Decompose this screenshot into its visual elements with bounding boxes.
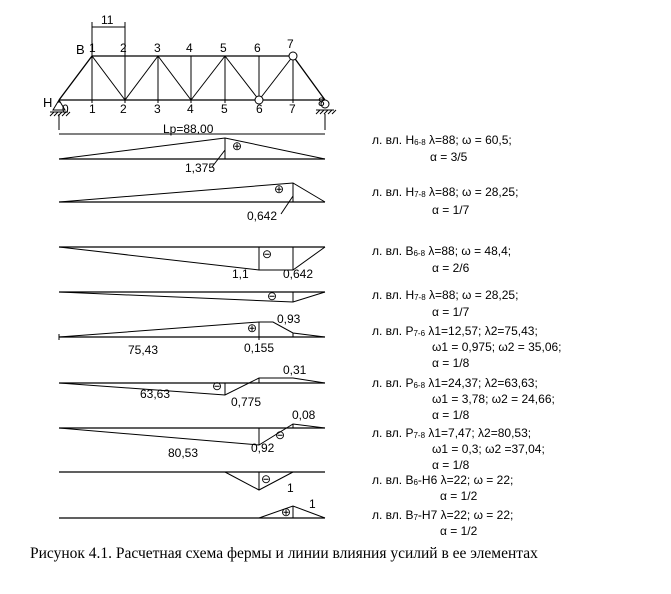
alpha-ratio: α = 1/8 (432, 458, 470, 472)
influence-line-description: л. вл. B6-H6 λ=22; ω = 22; (372, 473, 514, 488)
influence-line-shape (58, 321, 326, 338)
ordinate-value: 0,93 (277, 312, 301, 326)
alpha-ratio: α = 1/7 (432, 203, 470, 217)
support-hatch (65, 111, 71, 117)
ordinate-value: 0,08 (292, 408, 316, 422)
alpha-ratio: α = 1/7 (432, 305, 470, 319)
ordinate-value: 1,375 (185, 161, 216, 175)
span-length-label: Lp=88,00 (163, 122, 214, 136)
influence-line-description: л. вл. H7-8 λ=88; ω = 28,25; (372, 288, 519, 303)
support-hatch (61, 111, 67, 117)
influence-line-shape (58, 291, 326, 303)
bottom-node-label: 0 (62, 102, 69, 116)
bottom-node-label: 5 (221, 102, 228, 116)
segment-length: 75,43 (128, 343, 159, 357)
ordinate-value: 1,1 (232, 267, 249, 281)
support-hatch (327, 109, 333, 115)
diagonal-member (157, 55, 192, 101)
ordinate-value: 0,92 (251, 441, 275, 455)
top-node-label: 3 (154, 41, 161, 55)
ordinate-value: 0,155 (244, 341, 275, 355)
sign-plus-icon: ⊕ (232, 139, 243, 153)
influence-line-shape (58, 182, 326, 203)
support-hatch (331, 109, 337, 115)
support-hatch (49, 111, 55, 117)
top-node-label: 6 (254, 41, 261, 55)
top-node-label: 5 (220, 41, 227, 55)
omega-values: ω1 = 0,3; ω2 =37,04; (432, 442, 545, 456)
support-hatch (53, 111, 59, 117)
support-right-icon (320, 99, 330, 109)
influence-line-shape (58, 377, 326, 396)
leader-line (280, 195, 294, 215)
top-node-label: 2 (120, 41, 127, 55)
alpha-ratio: α = 1/8 (432, 408, 470, 422)
sign-minus-icon: ⊖ (212, 379, 223, 393)
influence-line-description: л. вл. B7-H7 λ=22; ω = 22; (372, 508, 514, 523)
influence-line-description: л. вл. P7-8 λ1=7,47; λ2=80,53; (372, 426, 532, 441)
influence-line-description: л. вл. P7-6 λ1=12,57; λ2=75,43; (372, 324, 538, 339)
bottom-node-label: 6 (256, 102, 263, 116)
influence-line-description: л. вл. H7-8 λ=88; ω = 28,25; (372, 185, 519, 200)
hinge-icon (288, 51, 298, 61)
omega-values: ω1 = 3,78; ω2 = 24,66; (432, 392, 555, 406)
bottom-node-label: 2 (120, 102, 127, 116)
ordinate-value: 1 (309, 497, 316, 511)
bottom-node-label: 8 (318, 95, 325, 109)
influence-line-shape (58, 423, 326, 446)
bottom-node-label: 4 (187, 102, 194, 116)
node-label-B: B (76, 42, 85, 57)
support-left-icon (52, 99, 66, 111)
support-hatch (323, 109, 329, 115)
diagonal-member (224, 55, 260, 101)
sign-plus-icon: ⊕ (247, 321, 258, 335)
sign-plus-icon: ⊕ (281, 505, 292, 519)
diagonal-member (190, 55, 226, 101)
segment-length: 63,63 (140, 387, 171, 401)
panel-length-label: 11 (101, 13, 114, 27)
alpha-ratio: α = 2/6 (432, 261, 470, 275)
ordinate-value: 0,775 (231, 395, 262, 409)
influence-line-description: л. вл. B6-8 λ=88; ω = 48,4; (372, 244, 512, 259)
influence-line-description: л. вл. H6-8 λ=88; ω = 60,5; (372, 133, 512, 148)
diagonal-member (91, 55, 126, 101)
influence-line-shape (58, 137, 326, 160)
alpha-ratio: α = 1/2 (440, 489, 478, 503)
figure-caption: Рисунок 4.1. Расчетная схема фермы и лин… (30, 545, 538, 562)
hinge-icon (254, 95, 264, 105)
leader-line (211, 149, 226, 168)
bottom-node-label: 3 (154, 102, 161, 116)
end-diagonal (58, 55, 93, 101)
support-hatch (319, 109, 325, 115)
alpha-ratio: α = 3/5 (430, 150, 468, 164)
alpha-ratio: α = 1/2 (440, 524, 478, 538)
bottom-node-label: 1 (89, 102, 96, 116)
sign-minus-icon: ⊖ (262, 247, 273, 261)
sign-minus-icon: ⊖ (261, 472, 272, 486)
node-label-H: H (43, 95, 53, 110)
influence-line-description: л. вл. P6-8 λ1=24,37; λ2=63,63; (372, 376, 538, 391)
influence-line-shape (58, 246, 326, 271)
bottom-node-label: 7 (289, 102, 296, 116)
support-hatch (57, 111, 63, 117)
top-node-label: 7 (287, 37, 294, 51)
ordinate-value: 0,642 (283, 267, 314, 281)
top-node-label: 1 (89, 41, 96, 55)
diagonal-member (124, 55, 159, 101)
segment-length: 80,53 (168, 446, 199, 460)
omega-values: ω1 = 0,975; ω2 = 35,06; (432, 340, 562, 354)
diagonal-member (258, 55, 294, 101)
top-node-label: 4 (186, 41, 193, 55)
support-hatch (315, 109, 321, 115)
ordinate-value: 0,642 (247, 209, 278, 223)
sign-minus-icon: ⊖ (275, 428, 286, 442)
sign-plus-icon: ⊕ (274, 182, 285, 196)
ordinate-value: 1 (287, 481, 294, 495)
alpha-ratio: α = 1/8 (432, 356, 470, 370)
ordinate-value: 0,31 (283, 363, 307, 377)
end-diagonal (292, 55, 326, 101)
sign-minus-icon: ⊖ (267, 289, 278, 303)
